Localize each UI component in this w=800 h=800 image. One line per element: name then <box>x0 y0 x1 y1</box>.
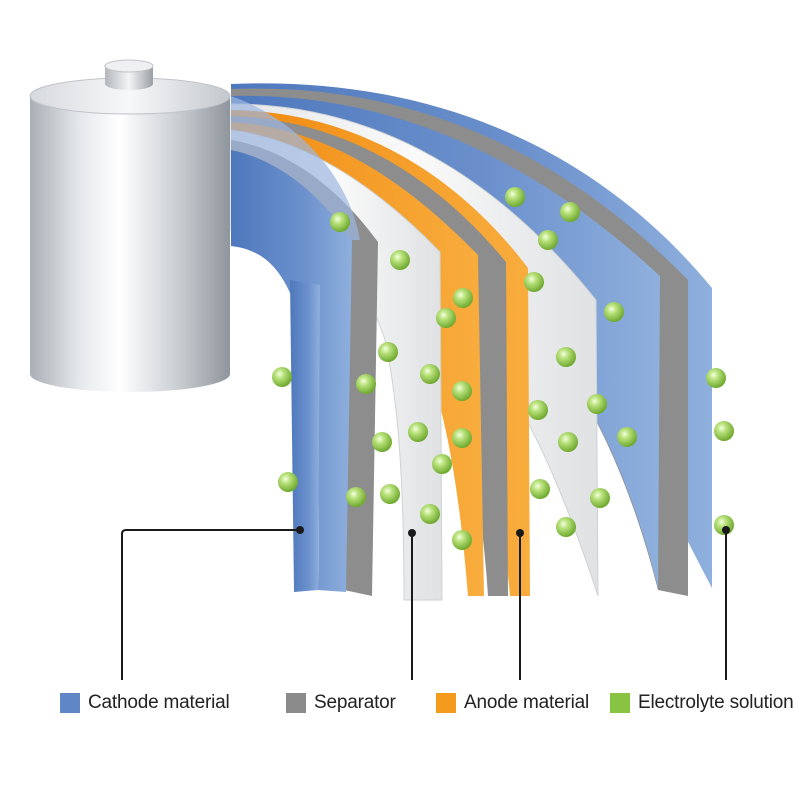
callout-separator <box>408 529 416 680</box>
legend-swatch-separator <box>286 693 306 713</box>
cathode-layer-front <box>231 150 352 592</box>
electrolyte-particle <box>558 432 578 452</box>
electrolyte-particle <box>538 230 558 250</box>
can-terminal <box>105 66 153 90</box>
electrode-layers <box>230 83 712 601</box>
electrolyte-particles <box>272 187 734 550</box>
callout-electrolyte <box>722 526 730 680</box>
can-terminal-top <box>104 59 154 73</box>
electrolyte-particle <box>420 504 440 524</box>
callout-anode <box>516 529 524 680</box>
legend-item-electrolyte: Electrolyte solution <box>610 688 794 718</box>
cathode-layer-leftmost <box>290 280 320 592</box>
electrolyte-particle <box>278 472 298 492</box>
callout-lines <box>121 526 730 680</box>
electrolyte-particle <box>330 212 350 232</box>
electrolyte-particle <box>380 484 400 504</box>
electrolyte-particle <box>505 187 525 207</box>
electrolyte-particle <box>346 487 366 507</box>
legend: Cathode material Separator Anode materia… <box>0 688 800 718</box>
legend-swatch-cathode <box>60 693 80 713</box>
legend-label-cathode: Cathode material <box>88 692 230 713</box>
electrolyte-particle <box>530 479 550 499</box>
electrolyte-particle <box>587 394 607 414</box>
electrolyte-particle <box>714 421 734 441</box>
electrolyte-particle <box>356 374 376 394</box>
electrolyte-particle <box>617 427 637 447</box>
electrolyte-particle <box>378 342 398 362</box>
electrolyte-particle <box>390 250 410 270</box>
legend-item-anode: Anode material <box>436 688 589 718</box>
electrolyte-particle <box>408 422 428 442</box>
legend-swatch-electrolyte <box>610 693 630 713</box>
electrolyte-particle <box>590 488 610 508</box>
electrolyte-particle <box>604 302 624 322</box>
can-body <box>30 96 230 392</box>
electrolyte-particle <box>420 364 440 384</box>
electrolyte-particle <box>528 400 548 420</box>
electrolyte-particle <box>524 272 544 292</box>
electrolyte-particle <box>706 368 726 388</box>
electrolyte-particle <box>556 517 576 537</box>
electrolyte-particle <box>372 432 392 452</box>
legend-label-electrolyte: Electrolyte solution <box>638 692 794 713</box>
legend-label-anode: Anode material <box>464 692 589 713</box>
callout-cathode <box>121 526 304 680</box>
electrolyte-particle <box>556 347 576 367</box>
legend-label-separator: Separator <box>314 692 396 713</box>
battery-can <box>29 59 231 392</box>
electrolyte-particle <box>432 454 452 474</box>
cathode-layer-right <box>231 95 660 588</box>
cathode-layer-front-edge <box>231 96 360 240</box>
electrolyte-particle <box>452 381 472 401</box>
electrolyte-particle <box>436 308 456 328</box>
legend-item-separator: Separator <box>286 688 396 718</box>
electrolyte-particle <box>452 428 472 448</box>
legend-item-cathode: Cathode material <box>60 688 230 718</box>
legend-swatch-anode <box>436 693 456 713</box>
electrolyte-particle <box>560 202 580 222</box>
electrolyte-particle <box>452 530 472 550</box>
electrolyte-particle <box>453 288 473 308</box>
electrolyte-particle <box>272 367 292 387</box>
